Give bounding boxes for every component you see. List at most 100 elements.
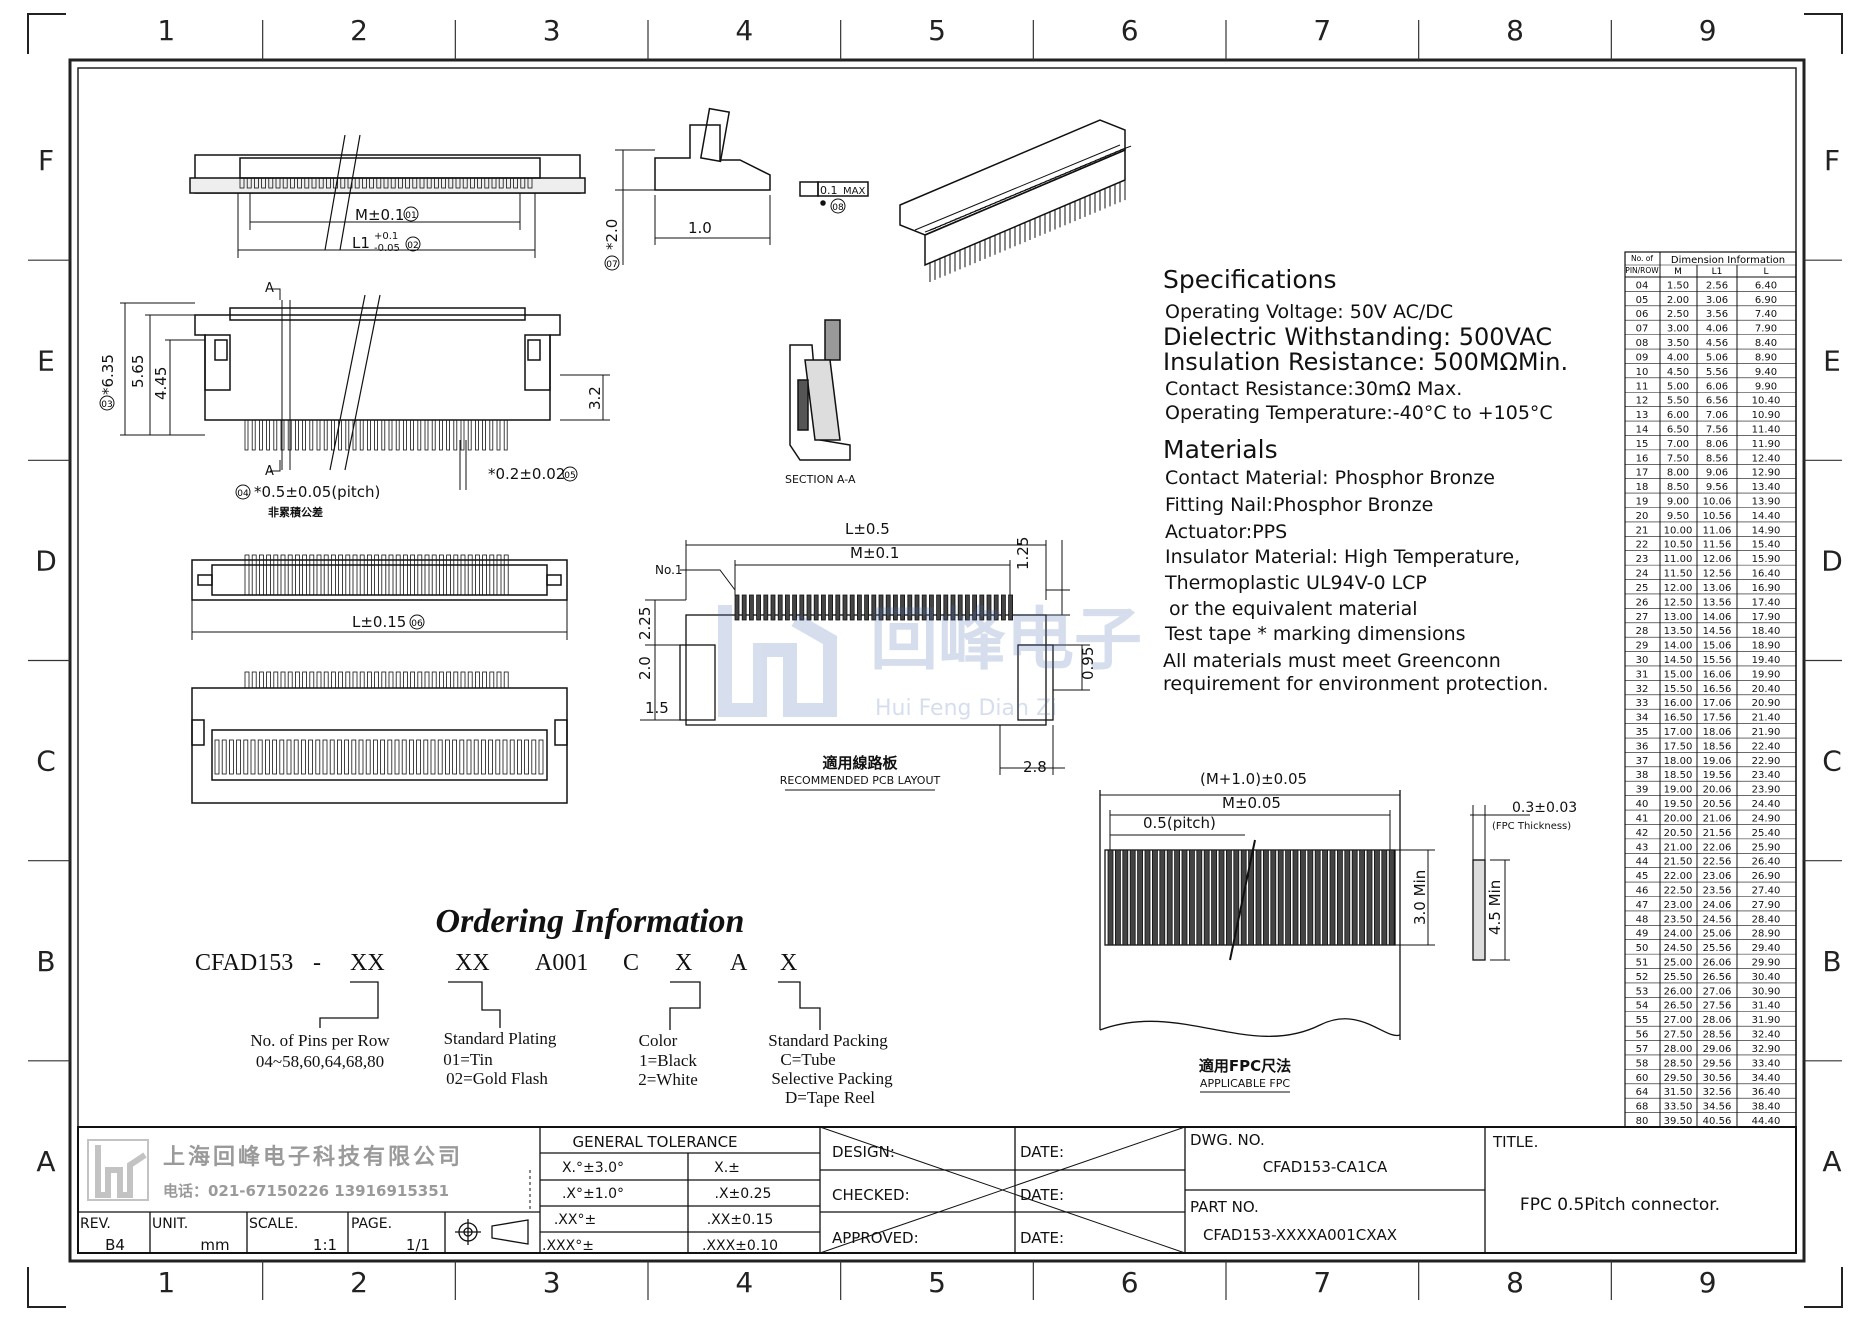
specifications-block: Specifications Operating Voltage: 50V AC… [1163,265,1568,424]
dim-l1: L1 [352,234,370,252]
pin [395,554,401,596]
table-cell: 31.90 [1752,1015,1781,1026]
pin [280,554,286,596]
table-cell: 53 [1636,986,1649,997]
table-cell: 12.56 [1703,569,1732,580]
table-cell: 15.50 [1664,684,1693,695]
zone-column-label: 4 [735,1266,753,1299]
pin [354,177,360,189]
pin [266,554,272,596]
pin [280,671,286,689]
table-cell: 27.50 [1664,1030,1693,1041]
table-cell: 10.50 [1664,540,1693,551]
pin [1159,849,1166,946]
table-cell: 24.40 [1752,799,1781,810]
zone-ticks [28,20,1842,1300]
table-cell: 10.06 [1703,497,1732,508]
table-cell: 34.56 [1703,1102,1732,1113]
pin [467,419,472,451]
zone-row-label: C [1822,745,1842,778]
table-head-pin: No. of [1631,254,1653,263]
pin [352,554,358,596]
zone-column-label: 9 [1699,14,1717,47]
table-cell: 19.56 [1703,770,1732,781]
pin [993,594,999,621]
pin [446,671,452,689]
pcb-dim-2-25: 2.25 [636,607,654,640]
pin [1137,849,1143,946]
table-cell: 11.00 [1664,554,1693,565]
pin [777,594,783,621]
table-cell: 26.50 [1664,1001,1693,1012]
table-cell: 6.50 [1667,424,1689,435]
packing-option-1: C=Tube [780,1050,835,1069]
table-cell: 7.56 [1706,424,1728,435]
table-cell: 57 [1636,1044,1649,1055]
pcb-dim-2-8: 2.8 [1023,758,1047,776]
table-cell: 29 [1636,641,1649,652]
table-cell: 21.50 [1664,857,1693,868]
table-cell: 17.56 [1703,713,1732,724]
table-cell: 24 [1636,569,1649,580]
design-label: DESIGN: [832,1143,895,1161]
zone-row-label: B [36,945,55,978]
table-cell: 17.90 [1752,612,1781,623]
materials-block: Materials Contact Material: Phosphor Bro… [1163,435,1549,695]
table-cell: 9.00 [1667,497,1689,508]
zone-row-label: D [1821,544,1843,577]
order-code-2: XX [350,950,385,976]
pin [323,554,329,596]
balloon-01: 01 [403,206,419,222]
pin [302,671,308,689]
pin [474,554,480,596]
pin [365,739,371,775]
pin [374,419,379,451]
pin [770,594,776,621]
tol-row-3-angle: .XXX°± [542,1238,594,1254]
pin [381,419,386,451]
zone-column-label: 6 [1121,14,1139,47]
pin [246,177,252,189]
pin [282,177,288,189]
table-cell: 23 [1636,554,1649,565]
table-cell: 39.50 [1664,1116,1693,1127]
pin [372,739,378,775]
table-cell: 25 [1636,583,1649,594]
table-cell: 14.06 [1703,612,1732,623]
pin [381,671,387,689]
pin [756,594,761,621]
plating-option-1: 01=Tin [443,1050,493,1069]
table-cell: 80 [1636,1116,1649,1127]
table-cell: 17.00 [1664,727,1693,738]
pin [453,671,459,689]
front-view-drawing [120,288,610,490]
zone-column-label: 7 [1313,14,1331,47]
table-cell: 32.56 [1703,1087,1732,1098]
pin [311,177,317,189]
pin [417,554,423,596]
table-cell: 68 [1636,1102,1649,1113]
table-cell: 25.06 [1703,929,1732,940]
pin [388,419,393,451]
table-cell: 52 [1636,972,1649,983]
pin [395,419,400,451]
spec-line-3: Contact Resistance:30mΩ Max. [1165,378,1462,400]
material-line-3: Insulator Material: High Temperature, [1165,546,1520,568]
pin [972,594,977,621]
pin [273,554,279,596]
tol-row-1-angle: .X°±1.0° [562,1186,624,1202]
pin [914,594,920,621]
pcb-layout-title-cn: 適用線路板 [822,754,898,772]
pin [741,594,747,621]
pin [261,177,267,189]
pin [520,177,526,189]
table-cell: 12.50 [1664,597,1693,608]
pin [477,177,483,189]
pin [459,739,465,775]
table-head-title: Dimension Information [1671,255,1785,266]
table-cell: 31 [1636,669,1649,680]
pin [330,554,336,596]
table-cell: 7.06 [1706,410,1728,421]
order-code-3: XX [455,950,490,976]
